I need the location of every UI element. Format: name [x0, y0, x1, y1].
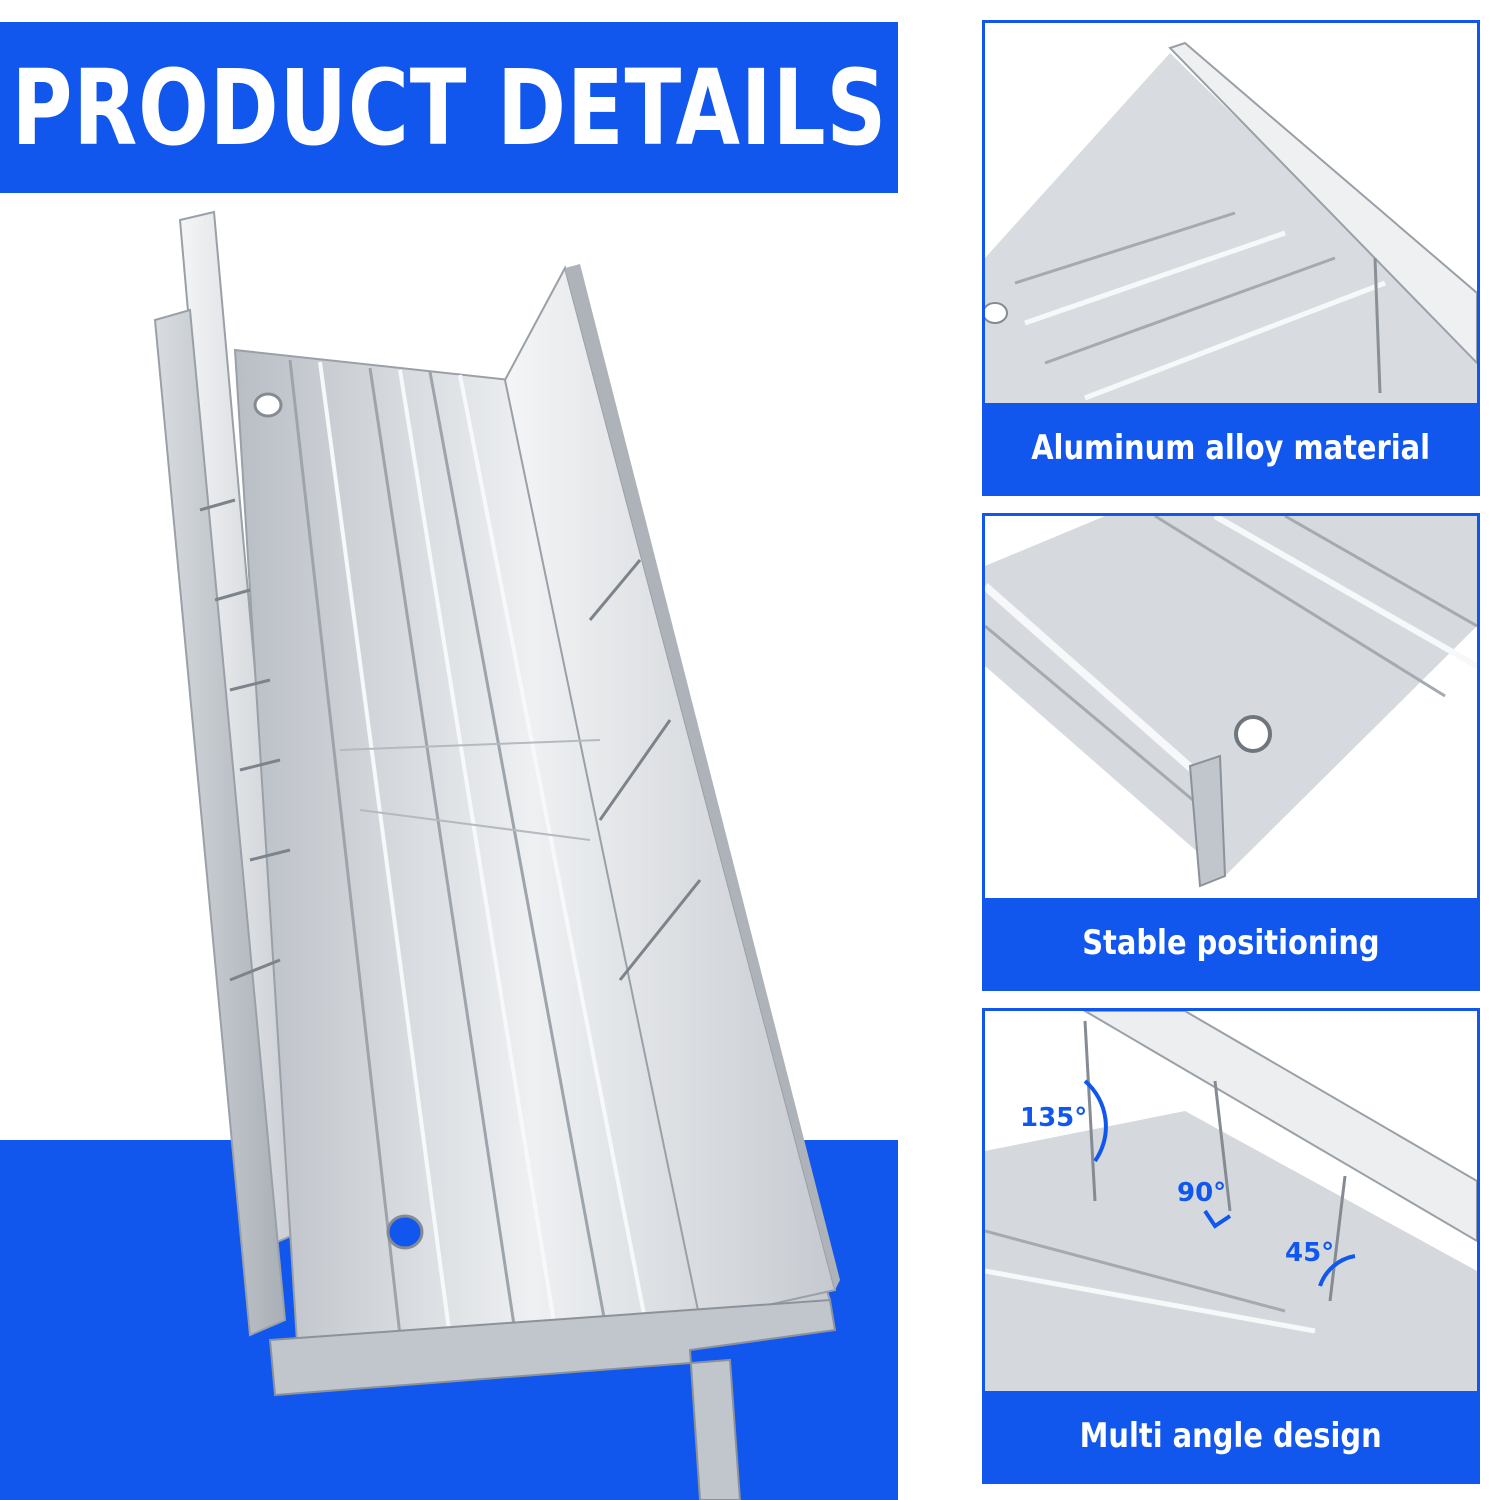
positioning-detail-image	[985, 516, 1477, 901]
material-detail-image	[985, 23, 1477, 406]
angle-label-135: 135°	[1020, 1103, 1087, 1133]
detail-panel-positioning: Stable positioning	[982, 513, 1480, 991]
product-main-image	[153, 210, 840, 1500]
caption-positioning: Stable positioning	[1082, 923, 1380, 963]
caption-material: Aluminum alloy material	[1031, 428, 1431, 468]
caption-bar: Multi angle design	[985, 1391, 1477, 1481]
caption-bar: Aluminum alloy material	[985, 403, 1477, 493]
mount-hole-bottom	[386, 1214, 424, 1250]
angle-label-90: 90°	[1177, 1178, 1226, 1208]
page-title: PRODUCT DETAILS	[11, 46, 887, 169]
angle-detail-image: 135° 90° 45°	[985, 1011, 1477, 1394]
mount-hole-top	[253, 392, 283, 418]
title-banner: PRODUCT DETAILS	[0, 22, 898, 193]
angle-label-45: 45°	[1285, 1238, 1334, 1268]
caption-bar: Stable positioning	[985, 898, 1477, 988]
detail-panel-angles: 135° 90° 45° Multi angle design	[982, 1008, 1480, 1484]
caption-angles: Multi angle design	[1079, 1416, 1383, 1456]
detail-panel-material: Aluminum alloy material	[982, 20, 1480, 496]
